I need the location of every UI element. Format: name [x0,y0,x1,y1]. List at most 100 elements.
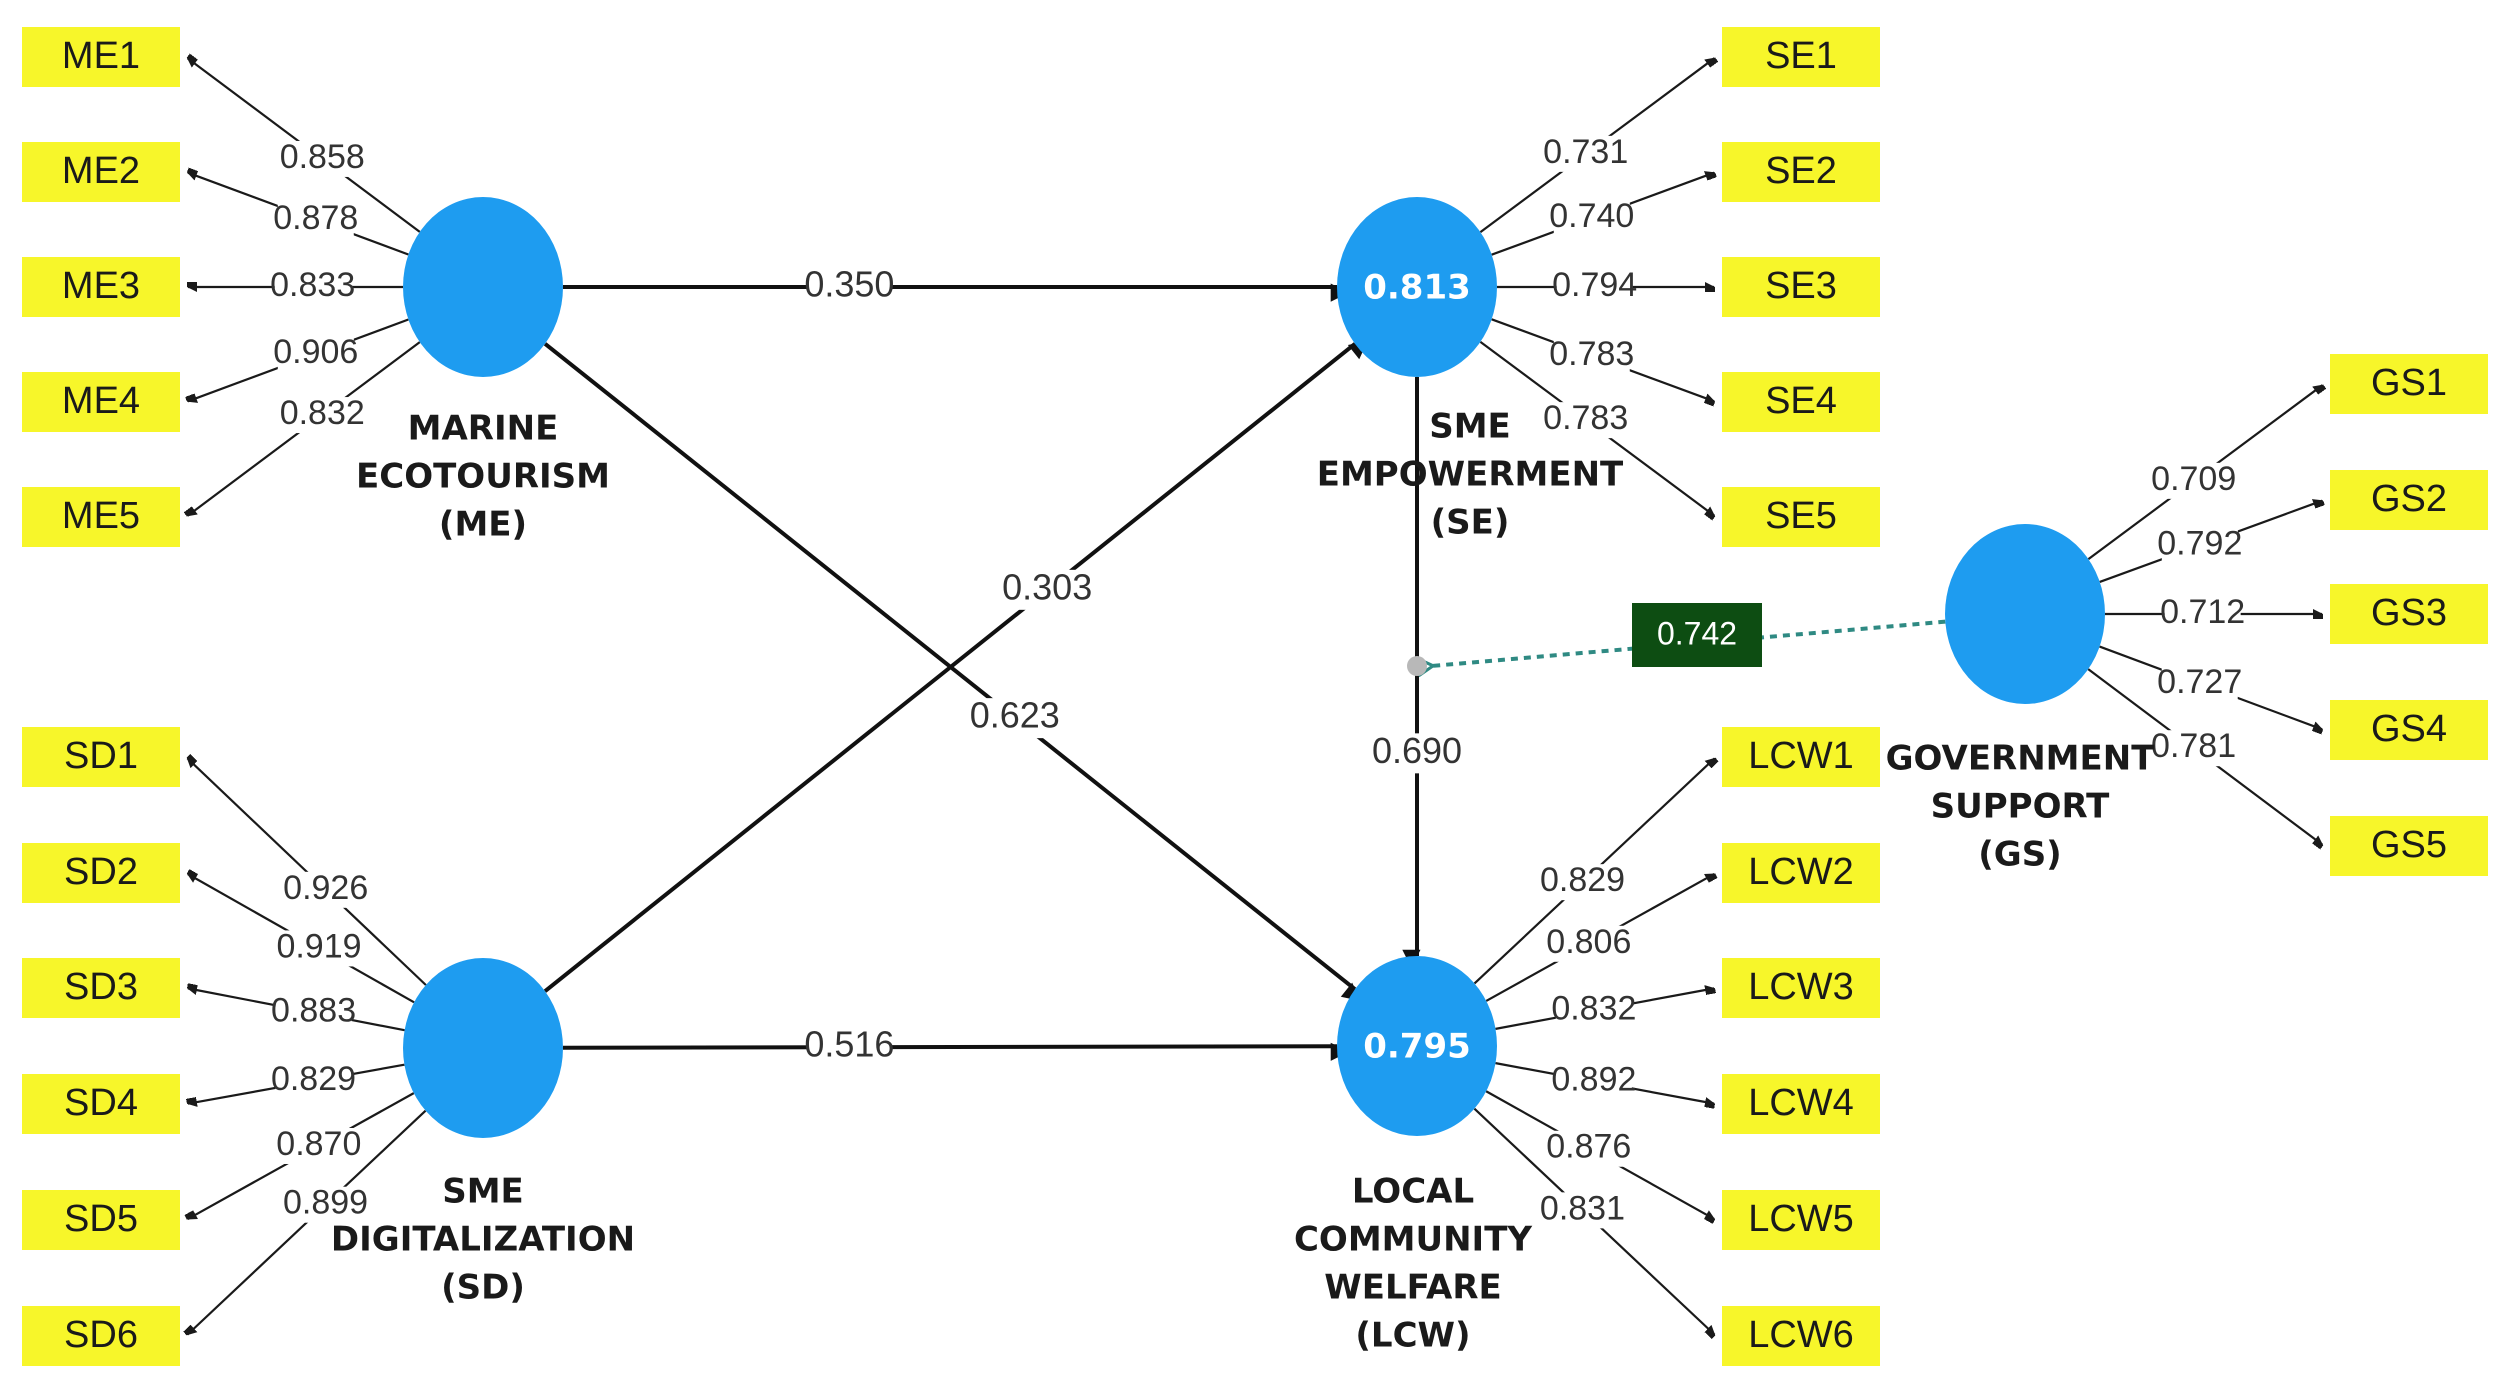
path-coef-sd-lcw: 0.516 [804,1024,894,1065]
construct-se[interactable]: 0.813 [1337,197,1497,377]
construct-name-line: WELFARE [1324,1268,1501,1308]
loading-label-bg [280,1127,357,1164]
construct-circle [1337,197,1497,377]
indicator-gs1[interactable]: GS1 [2330,354,2488,414]
indicator-lcw5[interactable]: LCW5 [1722,1190,1880,1250]
indicator-se3[interactable]: SE3 [1722,257,1880,317]
loading-value-sd3: 0.883 [271,992,356,1030]
path-coef-bg [807,267,892,307]
loading-value-gs5: 0.781 [2151,727,2236,765]
indicator-label: SD5 [64,1198,138,1240]
loading-value-lcw6: 0.831 [1540,1189,1625,1227]
indicator-me5[interactable]: ME5 [22,487,180,547]
loading-value-sd6: 0.899 [283,1184,368,1222]
path-coef-se-lcw: 0.690 [1372,730,1462,771]
construct-gs[interactable] [1945,524,2105,704]
indicator-label: SE1 [1765,35,1837,77]
indicator-se2[interactable]: SE2 [1722,142,1880,202]
construct-lcw[interactable]: 0.795 [1337,956,1497,1136]
indicator-lcw6[interactable]: LCW6 [1722,1306,1880,1366]
indicator-se4[interactable]: SE4 [1722,372,1880,432]
construct-name-line: (ME) [439,505,527,545]
loading-label-bg [1553,338,1630,375]
indicator-box [22,487,180,547]
loading-value-gs4: 0.727 [2157,663,2242,701]
loading-label-bg [287,871,364,908]
indicator-label: GS4 [2371,708,2447,750]
indicator-lcw4[interactable]: LCW4 [1722,1074,1880,1134]
indicator-sd3[interactable]: SD3 [22,958,180,1018]
indicator-lcw1[interactable]: LCW1 [1722,727,1880,787]
indicator-sd1[interactable]: SD1 [22,727,180,787]
indicator-se1[interactable]: SE1 [1722,27,1880,87]
indicator-lcw3[interactable]: LCW3 [1722,958,1880,1018]
loading-value-me1: 0.858 [280,138,365,176]
loading-value-sd4: 0.829 [271,1060,356,1098]
moderation-coef: 0.742 [1657,615,1737,651]
indicator-label: SE4 [1765,380,1837,422]
loading-label-bg [1553,199,1630,236]
construct-name-line: ECOTOURISM [356,457,610,497]
indicator-box [1722,958,1880,1018]
indicator-box [1722,1190,1880,1250]
indicator-label: ME5 [62,495,140,537]
construct-me[interactable] [403,197,563,377]
loading-label-bg [275,994,352,1031]
indicator-se5[interactable]: SE5 [1722,487,1880,547]
indicator-lcw2[interactable]: LCW2 [1722,843,1880,903]
loading-value-lcw4: 0.892 [1551,1060,1636,1098]
loading-value-lcw1: 0.829 [1540,861,1625,899]
indicator-me3[interactable]: ME3 [22,257,180,317]
indicator-sd5[interactable]: SD5 [22,1190,180,1250]
indicator-gs2[interactable]: GS2 [2330,470,2488,530]
indicator-box [22,27,180,87]
indicator-label: SD3 [64,966,138,1008]
indicator-box [22,142,180,202]
loading-value-se2: 0.740 [1549,197,1634,235]
moderation-effect[interactable]: 0.742 [1632,603,1762,667]
indicator-me1[interactable]: ME1 [22,27,180,87]
indicator-me2[interactable]: ME2 [22,142,180,202]
path-coef-me-lcw: 0.623 [970,695,1060,736]
indicator-label: GS3 [2371,592,2447,634]
indicator-box [22,958,180,1018]
indicator-me4[interactable]: ME4 [22,372,180,432]
loading-label-bg [2155,730,2232,767]
loading-value-se1: 0.731 [1543,133,1628,171]
indicator-label: LCW2 [1748,851,1854,893]
indicator-box [1722,487,1880,547]
indicator-box [1722,27,1880,87]
indicator-gs3[interactable]: GS3 [2330,584,2488,644]
indicator-box [2330,584,2488,644]
indicator-label: SE5 [1765,495,1837,537]
indicator-box [22,1190,180,1250]
loading-label-bg [274,269,351,305]
indicator-gs4[interactable]: GS4 [2330,700,2488,760]
loading-label-bg [1547,402,1624,439]
indicator-label: SE3 [1765,265,1837,307]
indicator-gs5[interactable]: GS5 [2330,816,2488,876]
indicator-box [22,727,180,787]
indicator-sd2[interactable]: SD2 [22,843,180,903]
path-coef-bg [972,698,1057,739]
loading-value-me4: 0.906 [273,333,358,371]
indicator-sd6[interactable]: SD6 [22,1306,180,1366]
path-coef-bg [1005,569,1090,610]
loading-value-gs1: 0.709 [2151,460,2236,498]
construct-name-line: (LCW) [1355,1316,1470,1356]
moderation-point[interactable] [1407,656,1427,676]
indicator-box [1722,727,1880,787]
path-me-to-lcw [543,342,1361,1002]
loading-value-sd2: 0.919 [276,927,361,965]
loading-label-bg [2161,527,2238,564]
construct-sd[interactable] [403,958,563,1138]
construct-name-line: SME [442,1172,524,1212]
indicator-label: ME3 [62,265,140,307]
indicator-sd4[interactable]: SD4 [22,1074,180,1134]
loading-label-bg [284,397,361,434]
indicator-label: GS2 [2371,478,2447,520]
indicator-box [1722,372,1880,432]
loading-label-bg [1555,1063,1632,1100]
construct-circle [403,958,563,1138]
